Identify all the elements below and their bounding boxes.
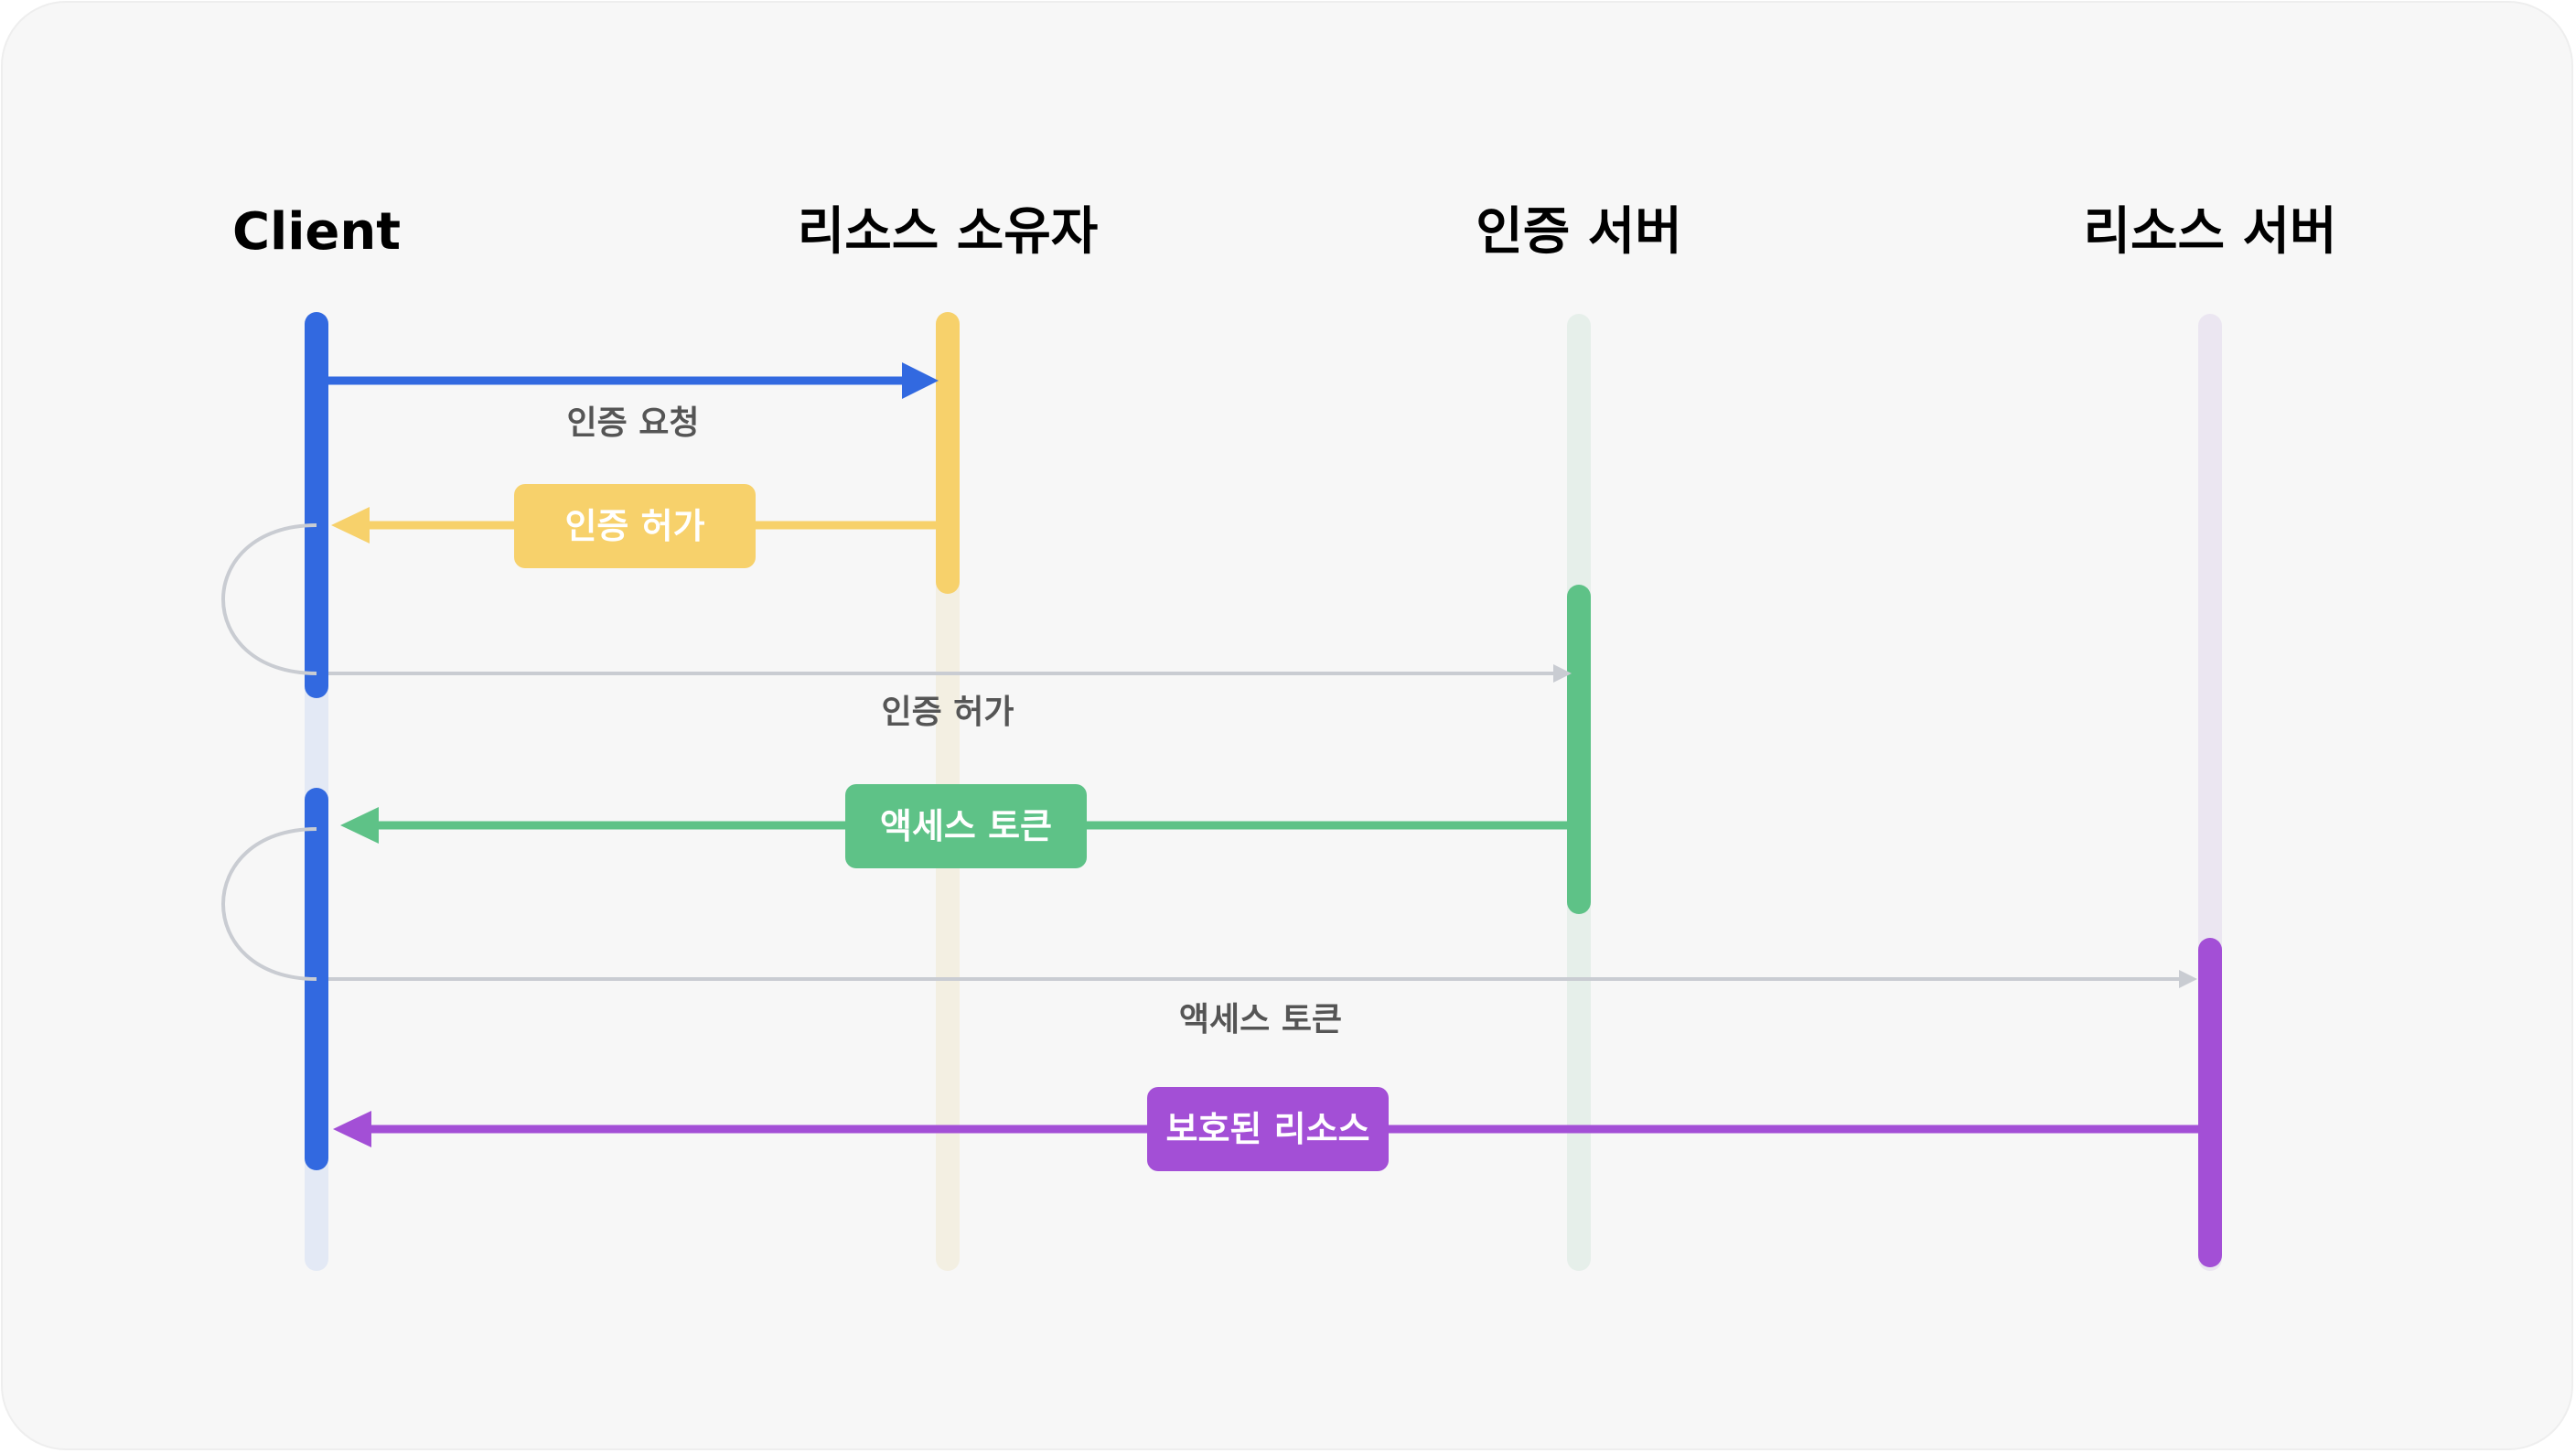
label-access-token-forward: 액세스 토큰 (1179, 1001, 1342, 1039)
pill-access-token-response-text: 액세스 토큰 (880, 806, 1052, 846)
arrowhead-auth-grant-response (331, 507, 370, 544)
self-loop-2 (221, 827, 317, 981)
participant-resource-owner-label: 리소스 소유자 (798, 202, 1099, 262)
participant-resource-server-label: 리소스 서버 (2083, 202, 2336, 262)
pill-protected-resource (1147, 1087, 1389, 1171)
self-loop-1 (221, 523, 317, 675)
pill-auth-grant-response-text: 인증 허가 (564, 506, 704, 546)
pill-auth-grant-response (514, 484, 756, 568)
arrowhead-access-token-forward (2179, 970, 2197, 988)
arrowhead-auth-grant-forward (1553, 664, 1572, 683)
pill-access-token-response (845, 784, 1087, 868)
label-auth-request: 인증 요청 (566, 404, 699, 442)
arrowhead-access-token-response (340, 807, 379, 844)
participant-auth-server-label: 인증 서버 (1476, 202, 1682, 262)
participant-client-label: Client (232, 202, 401, 262)
label-auth-grant-forward: 인증 허가 (881, 694, 1014, 731)
pill-protected-resource-text: 보호된 리소스 (1166, 1109, 1370, 1149)
arrowhead-auth-request (902, 362, 939, 399)
arrowhead-protected-resource (333, 1111, 371, 1147)
